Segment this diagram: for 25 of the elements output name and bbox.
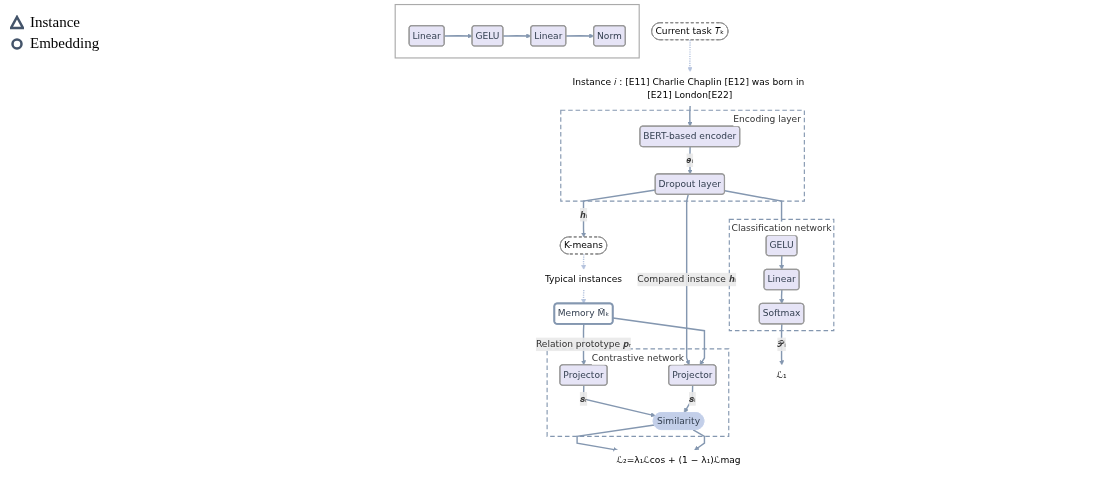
arrow [612, 317, 706, 366]
node-text: ℒ₂=λ₁ℒcos + (1 − λ₁)ℒmag [616, 454, 741, 466]
arrow [581, 253, 587, 270]
edge-label: Relation prototype 𝒑ᵣ [535, 338, 632, 350]
edge-label: 𝒫ᵢ [777, 338, 786, 350]
arrow [685, 193, 691, 366]
arrow [581, 289, 587, 304]
node-text: Instance 𝑖 : [E11] Charlie Chaplin [E12] was born in [E21] London[E22] [572, 76, 805, 101]
edge-label: Compared instance 𝒉ᵢ [637, 273, 736, 285]
arrow [687, 39, 693, 73]
cluster [394, 4, 640, 59]
node-text: Typical instances [544, 273, 623, 285]
edge-label: 𝒔ᵢ [688, 393, 696, 404]
legend-text: Instance [30, 14, 80, 31]
node-text: ℒ₁ [776, 369, 787, 381]
arrow [692, 429, 706, 451]
edge-label: 𝒔ᵣ [579, 393, 588, 404]
legend-text: Embedding [30, 35, 100, 52]
arrow [779, 289, 785, 304]
edge-label: 𝒆ᵢ [686, 154, 694, 166]
edge-label: 𝒉ᵢ [579, 209, 588, 220]
arrow [582, 384, 656, 418]
arrow [687, 105, 693, 127]
arrow [576, 424, 656, 452]
arrow [687, 146, 693, 175]
